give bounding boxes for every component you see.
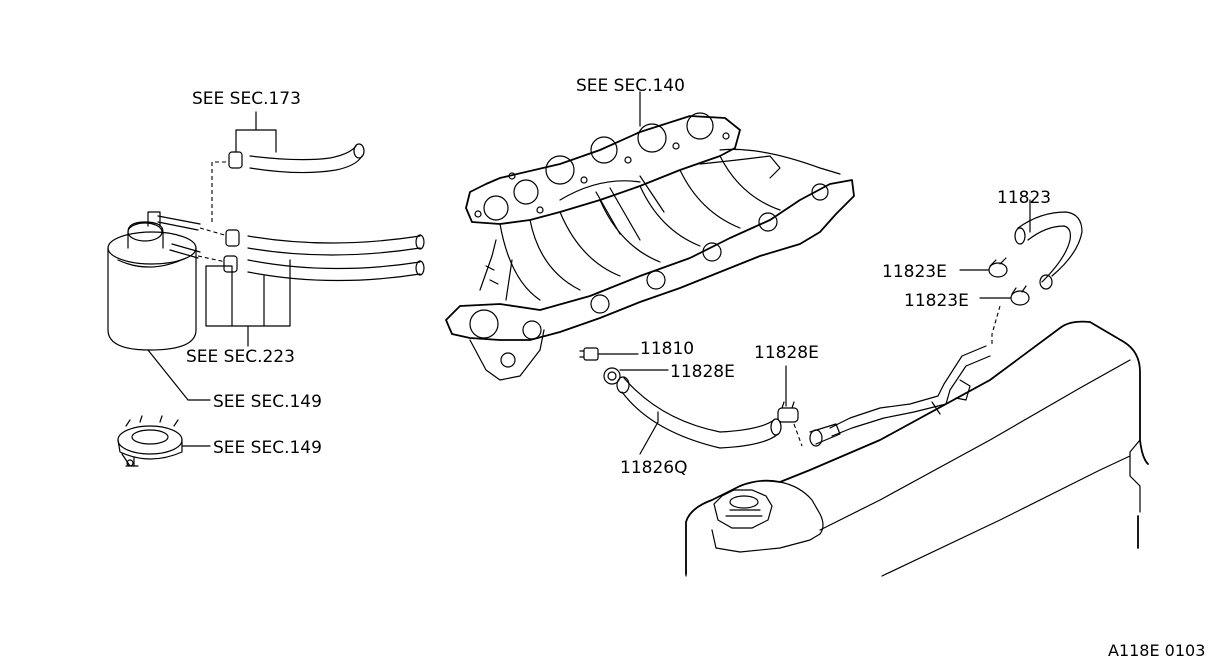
tank-filler-cap <box>713 489 773 529</box>
hose-clamp-mid-b <box>223 255 238 273</box>
vent-tube <box>809 345 991 447</box>
label-part-11823e-a: 11823E <box>882 262 947 282</box>
label-part-11828e-a: 11828E <box>670 362 735 382</box>
label-see-sec-140: SEE SEC.140 <box>576 76 685 96</box>
hose-11826q <box>616 376 782 449</box>
hose-clamp-11828e-a <box>603 367 621 385</box>
label-part-11823e-b: 11823E <box>904 291 969 311</box>
label-part-11826q: 11826Q <box>620 458 687 478</box>
vacuum-fitting-11810 <box>579 347 607 361</box>
hose-clamp-11828e-b <box>777 401 799 423</box>
hose-11823 <box>1014 211 1083 290</box>
label-part-11828e-b: 11828E <box>754 343 819 363</box>
vent-hose-upper <box>249 143 365 174</box>
hose-clamp-11823e-b <box>1010 285 1030 306</box>
evap-canister <box>107 211 201 351</box>
fuel-tank <box>685 320 1149 577</box>
hose-clamp-upper <box>228 151 243 169</box>
label-see-sec-173: SEE SEC.173 <box>192 89 301 109</box>
filler-cap <box>117 415 183 467</box>
diagram-code: A118E 0103 <box>1108 641 1205 660</box>
hose-clamp-mid-a <box>225 229 240 247</box>
label-see-sec-223: SEE SEC.223 <box>186 347 295 367</box>
label-part-11823: 11823 <box>997 188 1051 208</box>
intake-manifold <box>445 112 855 381</box>
purge-hoses <box>247 234 425 282</box>
hose-clamp-11823e-a <box>988 257 1008 278</box>
label-see-sec-149-b: SEE SEC.149 <box>213 438 322 458</box>
label-see-sec-149-a: SEE SEC.149 <box>213 392 322 412</box>
label-part-11810: 11810 <box>640 339 694 359</box>
